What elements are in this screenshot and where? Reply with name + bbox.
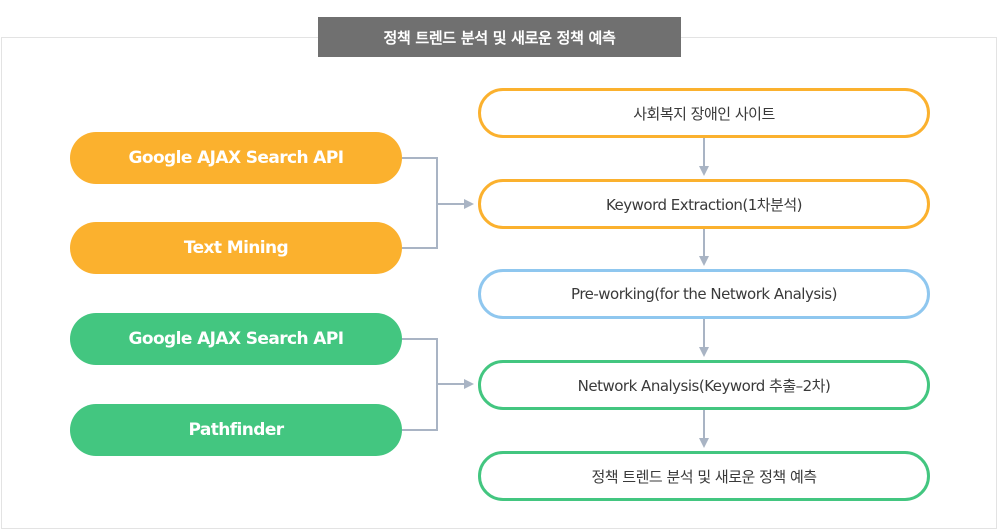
step-network-analysis: Network Analysis(Keyword 추출–2차)	[478, 360, 930, 410]
source-text-mining: Text Mining	[70, 222, 402, 274]
source-google-ajax-api-2: Google AJAX Search API	[70, 313, 402, 365]
step-welfare-site: 사회복지 장애인 사이트	[478, 88, 930, 138]
diagram-title: 정책 트렌드 분석 및 새로운 정책 예측	[318, 17, 681, 57]
step-policy-prediction: 정책 트렌드 분석 및 새로운 정책 예측	[478, 451, 930, 501]
step-pre-working: Pre-working(for the Network Analysis)	[478, 269, 930, 319]
bracket-top-group	[402, 157, 438, 249]
bracket-bottom-group	[402, 338, 438, 431]
source-pathfinder: Pathfinder	[70, 404, 402, 456]
step-keyword-extraction: Keyword Extraction(1차분석)	[478, 179, 930, 229]
source-google-ajax-api-1: Google AJAX Search API	[70, 132, 402, 184]
